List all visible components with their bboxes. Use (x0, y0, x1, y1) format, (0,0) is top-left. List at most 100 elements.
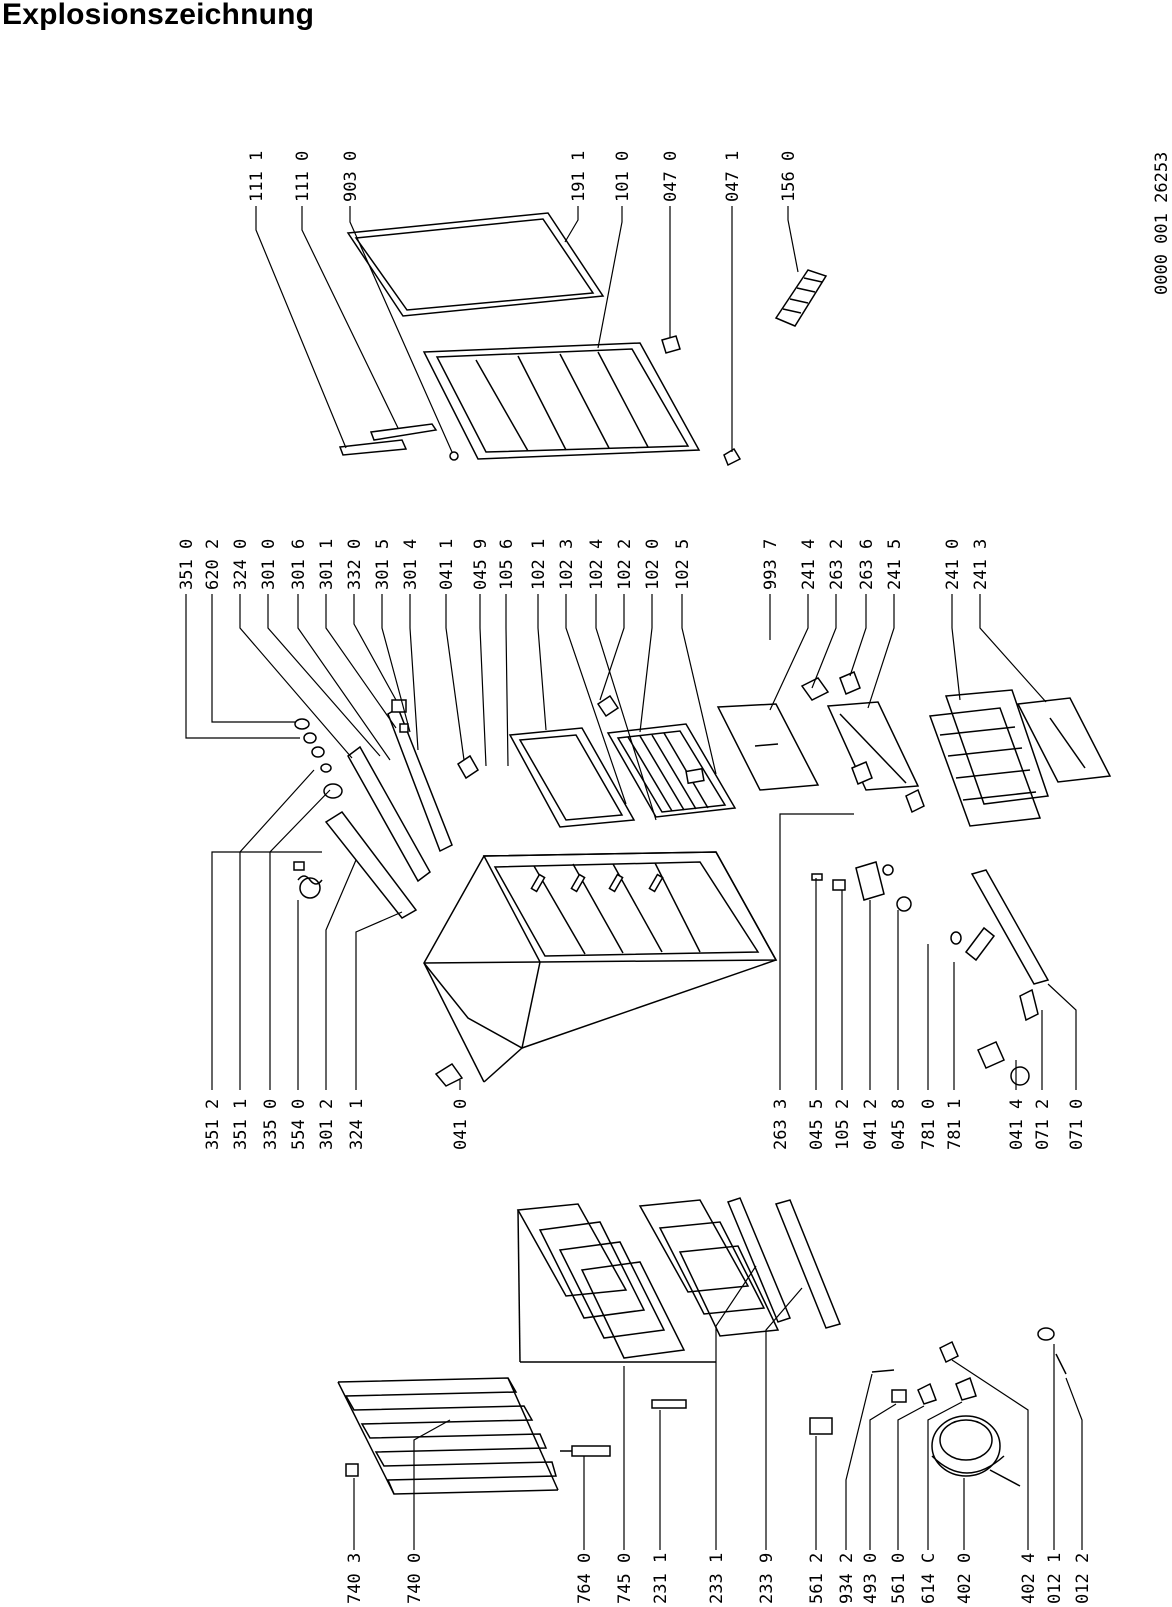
part-label: 111 0 (293, 151, 313, 202)
part-label: 105 6 (497, 539, 517, 590)
part-label: 620 2 (203, 539, 223, 590)
filter-dryer (560, 1445, 611, 1457)
side-rail-233-1 (726, 1197, 792, 1323)
part-label: 301 5 (373, 539, 393, 590)
part-label: 351 2 (203, 1099, 223, 1150)
condenser (337, 1377, 559, 1495)
basket (928, 689, 1050, 827)
part-label: 301 4 (401, 539, 421, 590)
part-label: 102 2 (615, 539, 635, 590)
handle-parts (338, 423, 459, 461)
part-label: 781 0 (919, 1099, 939, 1150)
ice-tray (774, 269, 828, 327)
part-label: 934 2 (837, 1553, 857, 1604)
part-231-1 (651, 1399, 687, 1409)
part-label: 045 8 (889, 1099, 909, 1150)
part-label: 102 4 (587, 539, 607, 590)
part-label: 041 2 (861, 1099, 881, 1150)
shelf-241-5 (826, 701, 920, 791)
bottom-labels: 740 3 740 0 764 0 745 0 231 1 233 1 233 … (345, 1553, 1093, 1604)
part-012-1 (1037, 1327, 1055, 1341)
door-panel (422, 342, 701, 460)
part-label: 047 0 (661, 151, 681, 202)
part-label: 102 0 (643, 539, 663, 590)
part-label: 102 1 (529, 539, 549, 590)
hinge-047-0 (661, 335, 681, 354)
part-label: 241 3 (971, 539, 991, 590)
part-label: 335 0 (261, 1099, 281, 1150)
part-label: 493 0 (861, 1553, 881, 1604)
part-label: 263 3 (771, 1099, 791, 1150)
part-label: 402 0 (955, 1553, 975, 1604)
drawer-front (606, 723, 737, 818)
part-label: 045 9 (471, 539, 491, 590)
part-label: 781 1 (945, 1099, 965, 1150)
part-934-2 (871, 1369, 895, 1373)
part-label: 764 0 (575, 1553, 595, 1604)
hinge-047-1 (723, 447, 742, 467)
part-label: 041 4 (1007, 1099, 1027, 1150)
part-label: 903 0 (341, 151, 361, 202)
part-label: 101 0 (613, 151, 633, 202)
part-label: 301 0 (259, 539, 279, 590)
part-561-0 (917, 1382, 937, 1405)
part-label: 105 2 (833, 1099, 853, 1150)
part-label: 241 5 (885, 539, 905, 590)
part-label: 324 0 (231, 539, 251, 590)
part-label: 045 5 (807, 1099, 827, 1150)
part-label: 102 5 (673, 539, 693, 590)
part-label: 740 0 (405, 1553, 425, 1604)
part-label: 561 0 (889, 1553, 909, 1604)
part-label: 041 1 (437, 539, 457, 590)
door-group (255, 206, 828, 467)
part-label: 191 1 (569, 151, 589, 202)
top-labels: 111 1 111 0 903 0 191 1 101 0 047 0 047 … (247, 151, 799, 202)
evaporator (516, 1199, 780, 1363)
part-label: 301 6 (289, 539, 309, 590)
part-label: 233 1 (707, 1553, 727, 1604)
cabinet-group (185, 594, 1112, 1090)
part-label: 263 6 (857, 539, 877, 590)
part-402-4 (939, 1340, 959, 1364)
part-label: 263 2 (827, 539, 847, 590)
hinges (434, 671, 925, 1087)
part-label: 012 1 (1045, 1553, 1065, 1604)
part-label: 554 0 (289, 1099, 309, 1150)
part-label: 745 0 (615, 1553, 635, 1604)
part-label: 041 0 (451, 1099, 471, 1150)
lower-hardware (811, 861, 1050, 1086)
side-rail-233-9 (774, 1199, 842, 1329)
knobs (293, 699, 409, 899)
cabinet-body (423, 851, 778, 1083)
part-label: 402 4 (1019, 1553, 1039, 1604)
part-label: 102 3 (557, 539, 577, 590)
part-label: 012 2 (1073, 1553, 1093, 1604)
page-title: Explosionszeichnung (2, 0, 315, 31)
middle-top-labels: 351 0 620 2 324 0 301 0 301 6 301 1 332 … (177, 539, 991, 590)
relay-561-2 (809, 1417, 833, 1435)
middle-bottom-labels: 351 2 351 1 335 0 554 0 301 2 324 1 041 … (203, 1099, 1087, 1150)
part-label: 324 1 (347, 1099, 367, 1150)
part-label: 071 2 (1033, 1099, 1053, 1150)
compressor (931, 1415, 1021, 1487)
part-614-C (955, 1376, 977, 1401)
part-label: 993 7 (761, 539, 781, 590)
part-label: 111 1 (247, 151, 267, 202)
part-label: 332 0 (345, 539, 365, 590)
part-label: 233 9 (757, 1553, 777, 1604)
cooling-group (337, 1197, 1083, 1550)
part-label: 301 1 (317, 539, 337, 590)
shelf-241-4 (716, 703, 820, 791)
part-label: 071 0 (1067, 1099, 1087, 1150)
part-label: 047 1 (723, 151, 743, 202)
door-gasket (346, 212, 605, 317)
part-label: 614 C (919, 1553, 939, 1604)
shelf-241-3 (1016, 697, 1112, 783)
part-label: 740 3 (345, 1553, 365, 1604)
part-label: 241 4 (799, 539, 819, 590)
part-label: 301 2 (317, 1099, 337, 1150)
part-label: 561 2 (807, 1553, 827, 1604)
part-label: 351 0 (177, 539, 197, 590)
drawer-frame (508, 727, 636, 828)
